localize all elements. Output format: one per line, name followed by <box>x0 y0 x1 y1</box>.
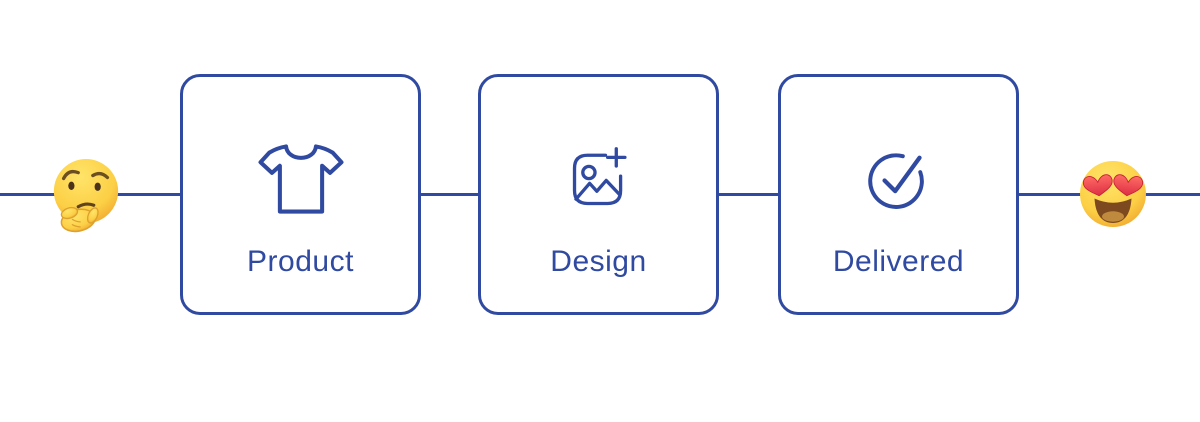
step-label-product: Product <box>247 245 354 278</box>
step-label-delivered: Delivered <box>832 245 965 278</box>
heart-eyes-emoji <box>1077 158 1149 230</box>
step-card-design: Design <box>478 74 719 315</box>
thinking-face-emoji <box>49 154 123 238</box>
image-plus-icon <box>563 135 635 223</box>
check-circle-icon <box>861 135 937 223</box>
step-card-product: Product <box>180 74 421 315</box>
step-card-delivered: Delivered <box>778 74 1019 315</box>
tshirt-icon <box>257 135 345 223</box>
step-label-design: Design <box>550 245 647 278</box>
